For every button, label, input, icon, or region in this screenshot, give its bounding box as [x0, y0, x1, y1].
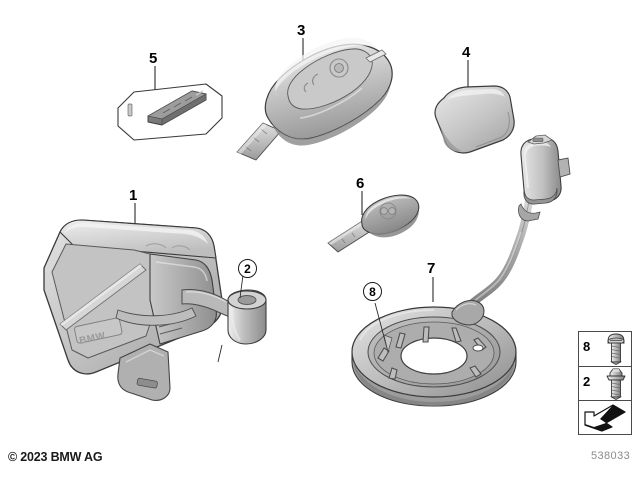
callout-3: 3: [297, 22, 306, 39]
part-5-antenna-strip: [117, 83, 223, 141]
callout-8-circled: 8: [363, 282, 382, 301]
hex-flange-bolt-icon: [606, 368, 626, 400]
callout-4: 4: [462, 44, 471, 61]
part-4-cover-cap: [434, 85, 515, 154]
callout-7: 7: [427, 260, 436, 277]
part-3-remote-key-fob: [236, 37, 393, 161]
legend-label-8: 8: [583, 339, 591, 354]
legend-cell-screw: 8: [579, 332, 631, 367]
callout-6: 6: [356, 175, 365, 192]
ring-antenna-body: [351, 299, 517, 407]
legend-label-2: 2: [583, 373, 591, 389]
callout-5: 5: [149, 50, 158, 67]
diagram-number: 538033: [591, 450, 631, 462]
copyright-notice: © 2023 BMW AG: [8, 450, 103, 464]
legend-cell-bolt: 2: [579, 367, 631, 402]
part-1-control-module: BMW: [43, 219, 267, 401]
callout-1: 1: [129, 187, 138, 204]
cable-connector: [518, 134, 571, 222]
part-7-ring-antenna: [351, 134, 571, 407]
replace-arrow-icon: [584, 404, 626, 432]
svg-text:BMW: BMW: [78, 331, 106, 347]
legend-cell-symbol: [579, 401, 631, 436]
legend-box: 8: [578, 331, 632, 435]
bolt-boss: [227, 289, 267, 345]
callout-2-circled: 2: [238, 259, 257, 278]
part-6-mechanical-key: [327, 194, 420, 253]
pan-head-screw-icon: [607, 333, 625, 365]
